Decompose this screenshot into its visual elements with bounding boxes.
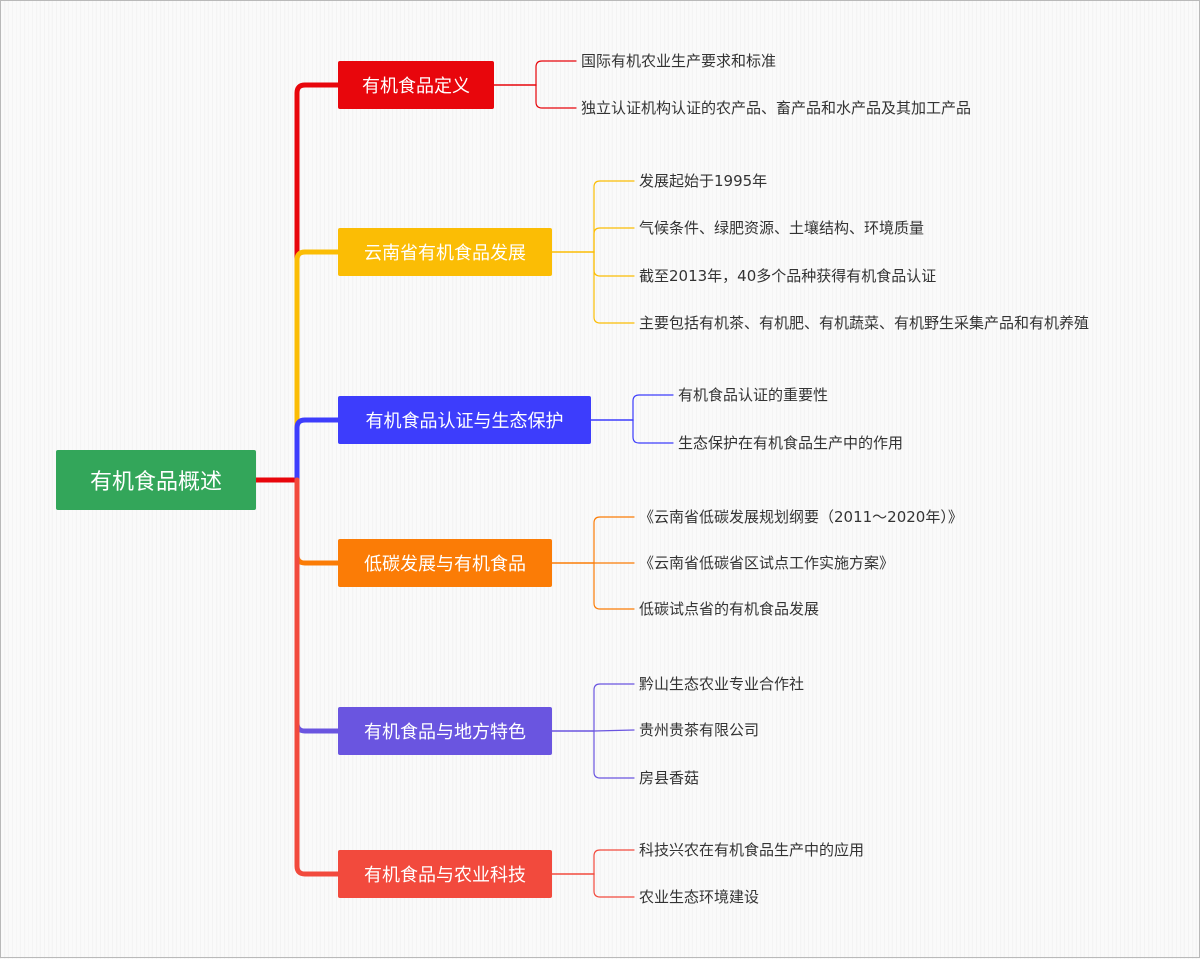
leaf-topic[interactable]: 有机食品认证的重要性	[678, 386, 829, 404]
trunk-connector	[294, 417, 341, 483]
leaf-connector	[593, 683, 635, 732]
leaf-connector	[593, 227, 635, 253]
trunk-connector	[294, 477, 341, 566]
leaf-topic[interactable]: 国际有机农业生产要求和标准	[581, 52, 777, 70]
leaf-connector	[593, 730, 635, 779]
leaf-connector	[593, 873, 635, 898]
leaf-connector	[593, 180, 635, 253]
leaf-topic[interactable]: 《云南省低碳发展规划纲要（2011～2020年）》	[639, 508, 963, 526]
leaf-topic[interactable]: 黔山生态农业专业合作社	[639, 675, 805, 693]
leaf-connector	[535, 60, 577, 86]
leaf-connector	[535, 84, 577, 109]
leaf-connector	[593, 251, 635, 277]
leaf-topic[interactable]: 房县香菇	[639, 769, 700, 787]
branch-topic-local-features[interactable]: 有机食品与地方特色	[338, 707, 552, 755]
branch-topic-low-carbon[interactable]: 低碳发展与有机食品	[338, 539, 552, 587]
trunk-connector	[294, 249, 341, 483]
leaf-connector	[593, 849, 635, 875]
trunk-connector	[294, 477, 341, 734]
branch-topic-definition[interactable]: 有机食品定义	[338, 61, 494, 109]
leaf-connector	[593, 729, 635, 732]
leaf-topic[interactable]: 低碳试点省的有机食品发展	[639, 600, 820, 618]
leaf-connector	[593, 562, 635, 610]
leaf-connector	[593, 516, 635, 564]
leaf-connector	[593, 251, 635, 324]
branch-topic-agri-tech[interactable]: 有机食品与农业科技	[338, 850, 552, 898]
leaf-topic[interactable]: 生态保护在有机食品生产中的作用	[678, 434, 904, 452]
leaf-topic[interactable]: 截至2013年，40多个品种获得有机食品认证	[639, 267, 937, 285]
leaf-topic[interactable]: 贵州贵茶有限公司	[639, 721, 760, 739]
branch-topic-certification[interactable]: 有机食品认证与生态保护	[338, 396, 591, 444]
leaf-topic[interactable]: 《云南省低碳省区试点工作实施方案》	[639, 554, 895, 572]
trunk-connector	[294, 477, 341, 877]
leaf-topic[interactable]: 科技兴农在有机食品生产中的应用	[639, 841, 865, 859]
branch-topic-yunnan[interactable]: 云南省有机食品发展	[338, 228, 552, 276]
leaf-topic[interactable]: 气候条件、绿肥资源、土壤结构、环境质量	[639, 219, 925, 237]
leaf-topic[interactable]: 发展起始于1995年	[639, 172, 768, 190]
trunk-connector	[294, 82, 341, 483]
leaf-connector	[632, 394, 674, 421]
root-topic[interactable]: 有机食品概述	[56, 450, 256, 510]
leaf-connector	[632, 419, 674, 444]
leaf-topic[interactable]: 主要包括有机茶、有机肥、有机蔬菜、有机野生采集产品和有机养殖	[639, 314, 1090, 332]
leaf-topic[interactable]: 独立认证机构认证的农产品、畜产品和水产品及其加工产品	[581, 99, 972, 117]
leaf-topic[interactable]: 农业生态环境建设	[639, 888, 760, 906]
